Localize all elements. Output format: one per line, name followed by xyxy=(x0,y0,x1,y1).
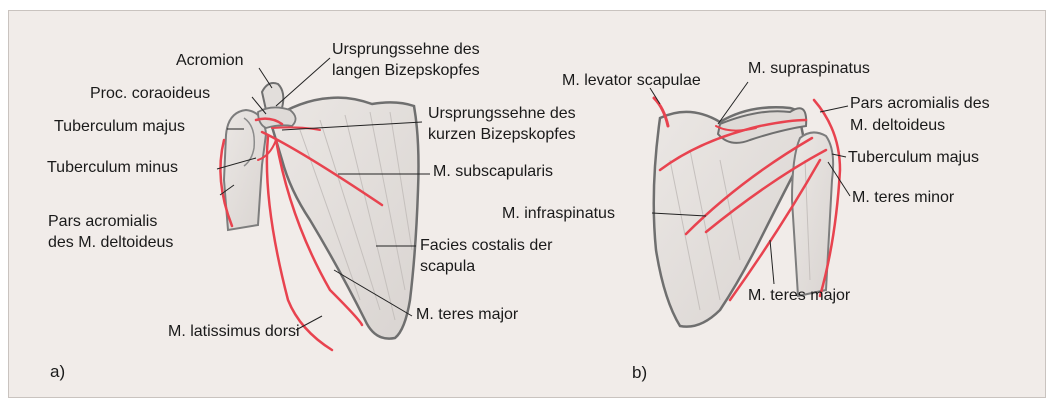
panel-b-letter: b) xyxy=(632,363,647,382)
label-ursprung-lang-line2: langen Bizepskopfes xyxy=(332,61,480,80)
label-acromion: Acromion xyxy=(176,51,244,70)
label-pars-acromialis-b-line2: M. deltoideus xyxy=(850,116,945,135)
label-infraspinatus: M. infraspinatus xyxy=(502,204,615,223)
label-pars-acromialis-b-line1: Pars acromialis des xyxy=(850,94,990,113)
label-latissimus-dorsi: M. latissimus dorsi xyxy=(168,322,300,341)
label-tuberculum-majus-a: Tuberculum majus xyxy=(54,117,185,136)
label-subscapularis: M. subscapularis xyxy=(433,162,553,181)
scapula-a xyxy=(270,98,419,339)
label-facies-costalis-line1: Facies costalis der xyxy=(420,236,553,255)
label-tuberculum-majus-b: Tuberculum majus xyxy=(848,148,979,167)
label-levator-scapulae: M. levator scapulae xyxy=(562,71,701,90)
label-pars-acromialis-a-line1: Pars acromialis xyxy=(48,212,157,231)
humerus-a xyxy=(224,110,266,230)
panel-a-drawing xyxy=(217,58,430,350)
label-ursprung-lang-line1: Ursprungssehne des xyxy=(332,40,480,59)
label-tuberculum-minus: Tuberculum minus xyxy=(47,158,178,177)
label-teres-minor: M. teres minor xyxy=(852,188,954,207)
label-pars-acromialis-a-line2: des M. deltoideus xyxy=(48,233,173,252)
label-ursprung-kurz-line2: kurzen Bizepskopfes xyxy=(428,125,576,144)
label-proc-coracoideus: Proc. coraoideus xyxy=(90,84,210,103)
label-facies-costalis-line2: scapula xyxy=(420,257,475,276)
label-supraspinatus: M. supraspinatus xyxy=(748,59,870,78)
label-ursprung-kurz-line1: Ursprungssehne des xyxy=(428,104,576,123)
label-teres-major-a: M. teres major xyxy=(416,305,518,324)
panel-a-letter: a) xyxy=(50,362,65,381)
label-teres-major-b: M. teres major xyxy=(748,286,850,305)
